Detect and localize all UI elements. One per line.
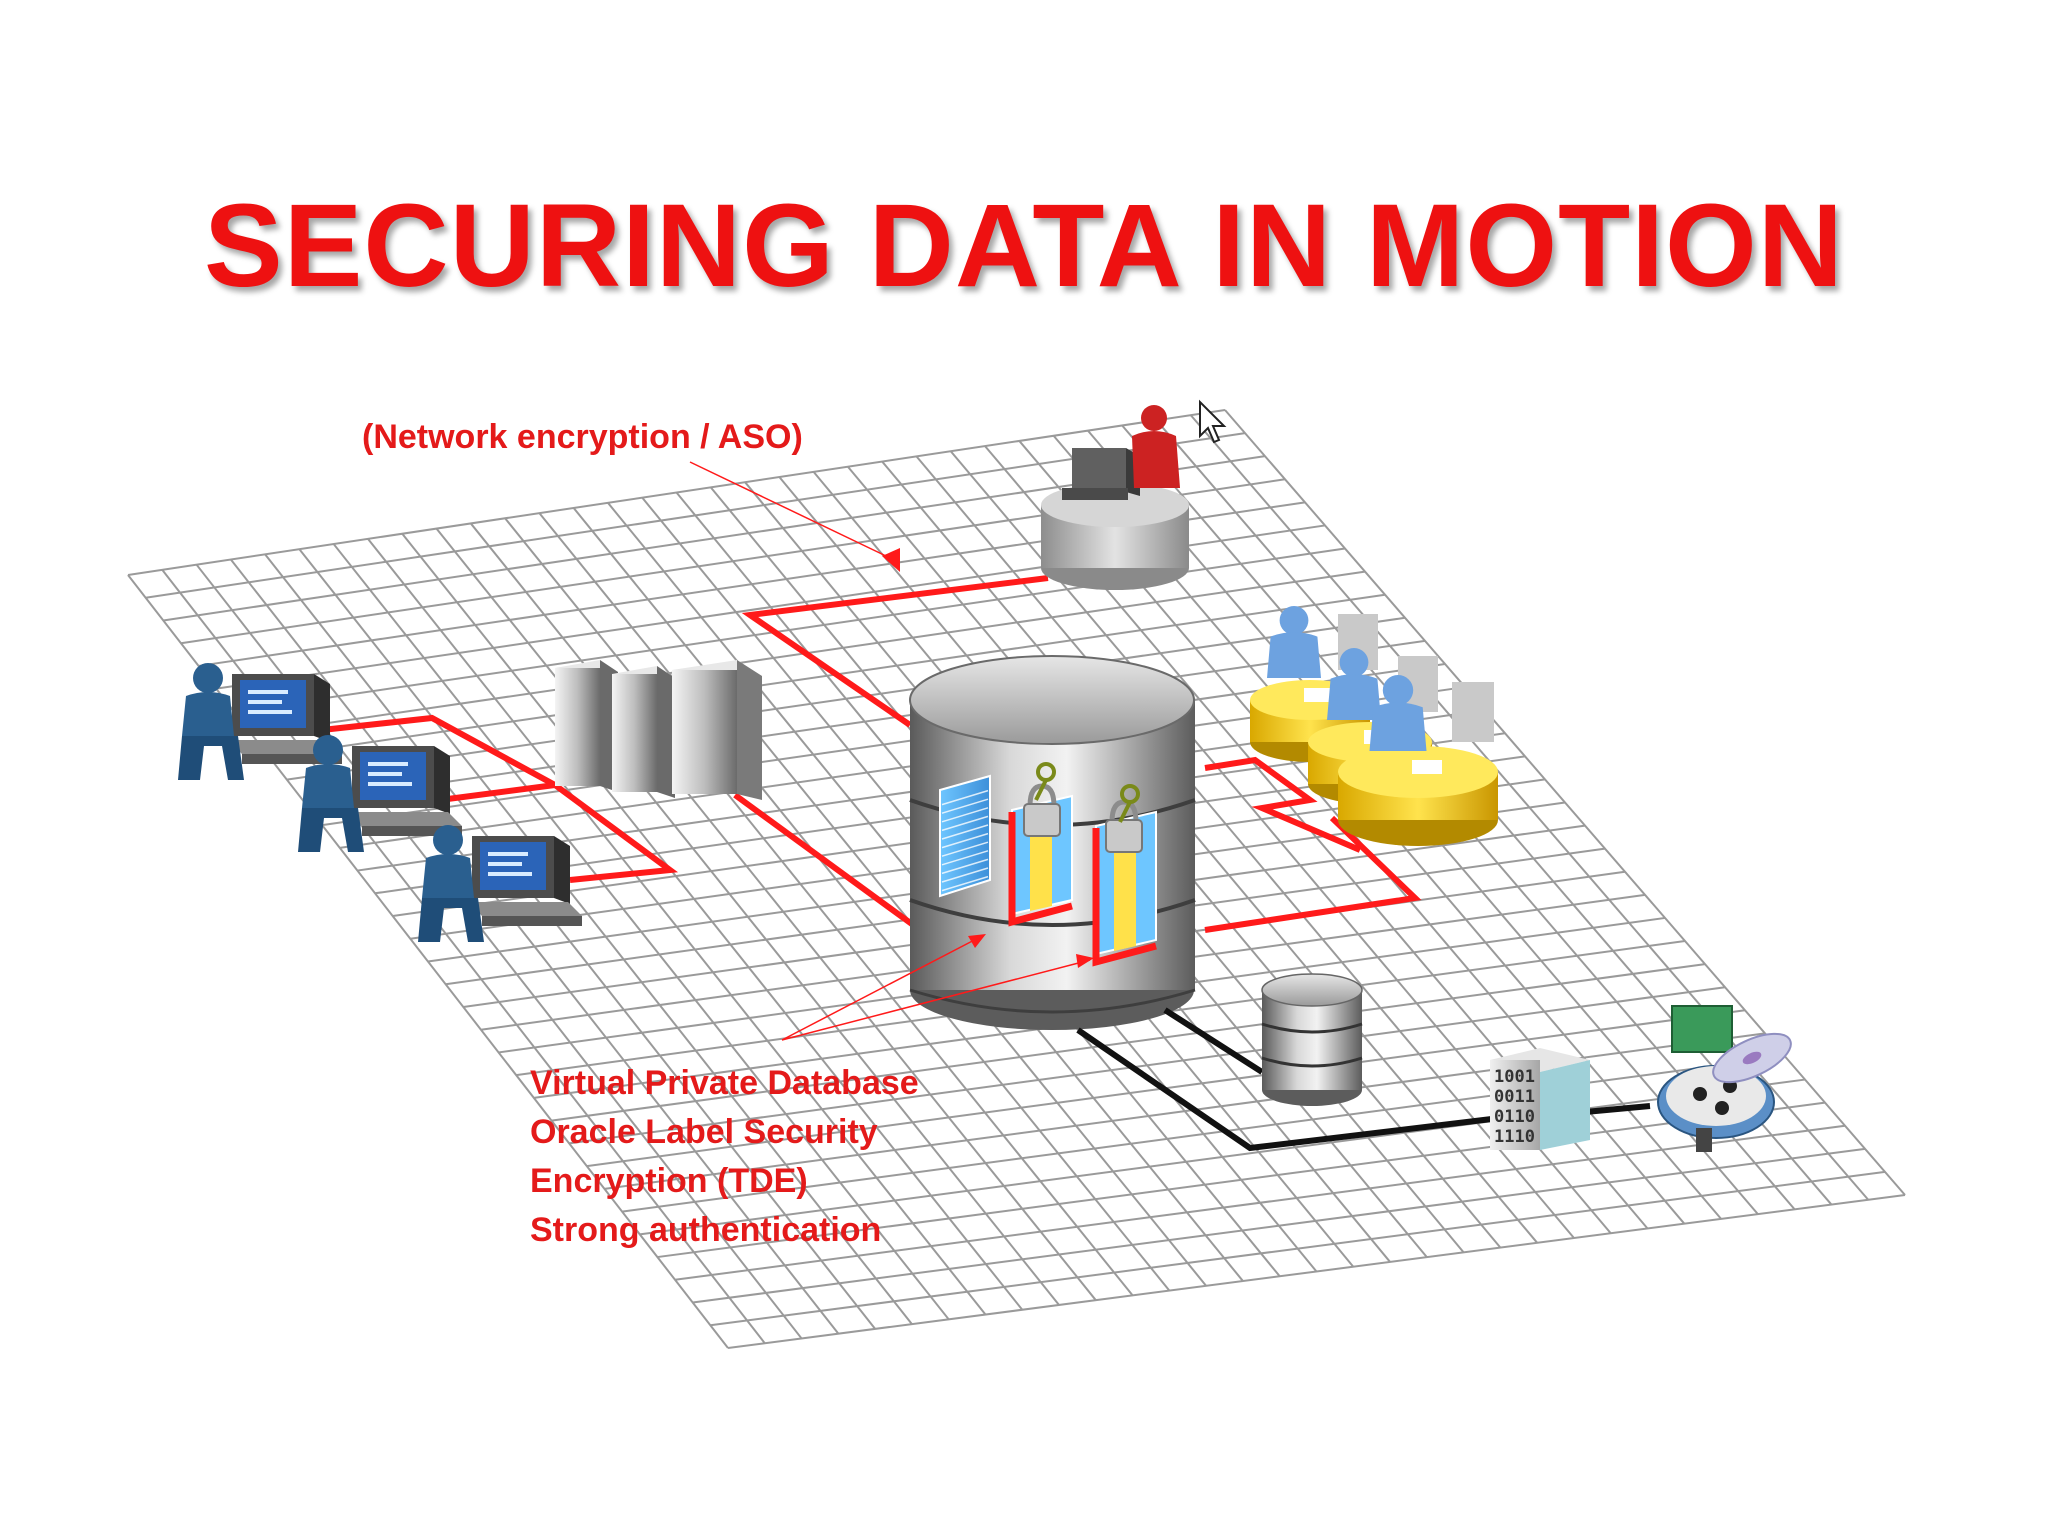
table-row-line [941, 832, 989, 849]
feature-strong-auth: Strong authentication [530, 1211, 881, 1249]
admin-console [1041, 405, 1189, 590]
grid-line [304, 639, 1426, 804]
grid-line [621, 1055, 1786, 1213]
feature-arrowhead-2 [1076, 954, 1094, 968]
feature-arrowhead-1 [968, 934, 986, 948]
feature-tde: Encryption (TDE) [530, 1162, 808, 1200]
feature-vpd: Virtual Private Database [530, 1064, 919, 1102]
server-3 [672, 660, 762, 800]
mouse-cursor-icon [1199, 399, 1227, 444]
grid-line [145, 432, 1246, 599]
backup-links [1076, 1007, 1651, 1152]
protected-table-1 [1008, 762, 1073, 927]
table-row-line [941, 824, 989, 840]
grid-line [286, 616, 1406, 781]
table-row-line [941, 867, 989, 883]
admin-person-icon [1132, 405, 1180, 488]
application-servers [555, 660, 762, 800]
admin-monitor-icon [1062, 448, 1140, 500]
key-icon-2 [1118, 784, 1140, 823]
grid-line [692, 1147, 1866, 1304]
db-feature-list: Virtual Private Database Oracle Label Se… [530, 1064, 919, 1249]
workstation-3 [418, 825, 582, 942]
label-leader-line [689, 461, 887, 557]
network-arrowhead [882, 548, 900, 572]
table-row-line [941, 858, 989, 875]
grid-line [657, 1101, 1826, 1259]
key-icon-1 [1034, 762, 1056, 801]
grid-line [551, 963, 1706, 1122]
protected-table-2 [1092, 784, 1157, 967]
network-links [321, 575, 1422, 933]
table-row-line [941, 807, 989, 823]
grid-line [569, 986, 1726, 1145]
table-row-line [941, 841, 989, 857]
server-1 [555, 660, 618, 792]
data-table-icon [939, 774, 991, 898]
secondary-database [1261, 973, 1363, 1106]
table-row-line [941, 875, 989, 892]
grid-line [710, 1170, 1886, 1327]
binary-row: 1001 [1494, 1067, 1535, 1087]
feature-leader-lines [781, 935, 1091, 1041]
page-title: SECURING DATA IN MOTION [204, 180, 1844, 312]
workstation-1 [178, 663, 342, 780]
network-encryption-label: (Network encryption / ASO) [362, 418, 803, 456]
table-row-line [941, 789, 989, 806]
grid-line [639, 1078, 1806, 1236]
binary-row: 0110 [1494, 1107, 1535, 1127]
feature-ols: Oracle Label Security [530, 1113, 878, 1151]
grid-line [674, 1124, 1846, 1281]
binary-row: 1110 [1494, 1127, 1535, 1147]
table-row-line [941, 815, 989, 832]
grid-line [127, 409, 1226, 576]
office-desk-3 [1338, 675, 1498, 846]
table-row-line [941, 850, 989, 866]
backup-media-icon [1657, 1005, 1792, 1152]
binary-row: 0011 [1494, 1087, 1535, 1107]
main-database [909, 655, 1196, 1030]
table-row-line [941, 798, 989, 814]
office-users [1250, 606, 1498, 846]
grid-line [727, 1194, 1906, 1349]
server-2 [612, 666, 675, 798]
